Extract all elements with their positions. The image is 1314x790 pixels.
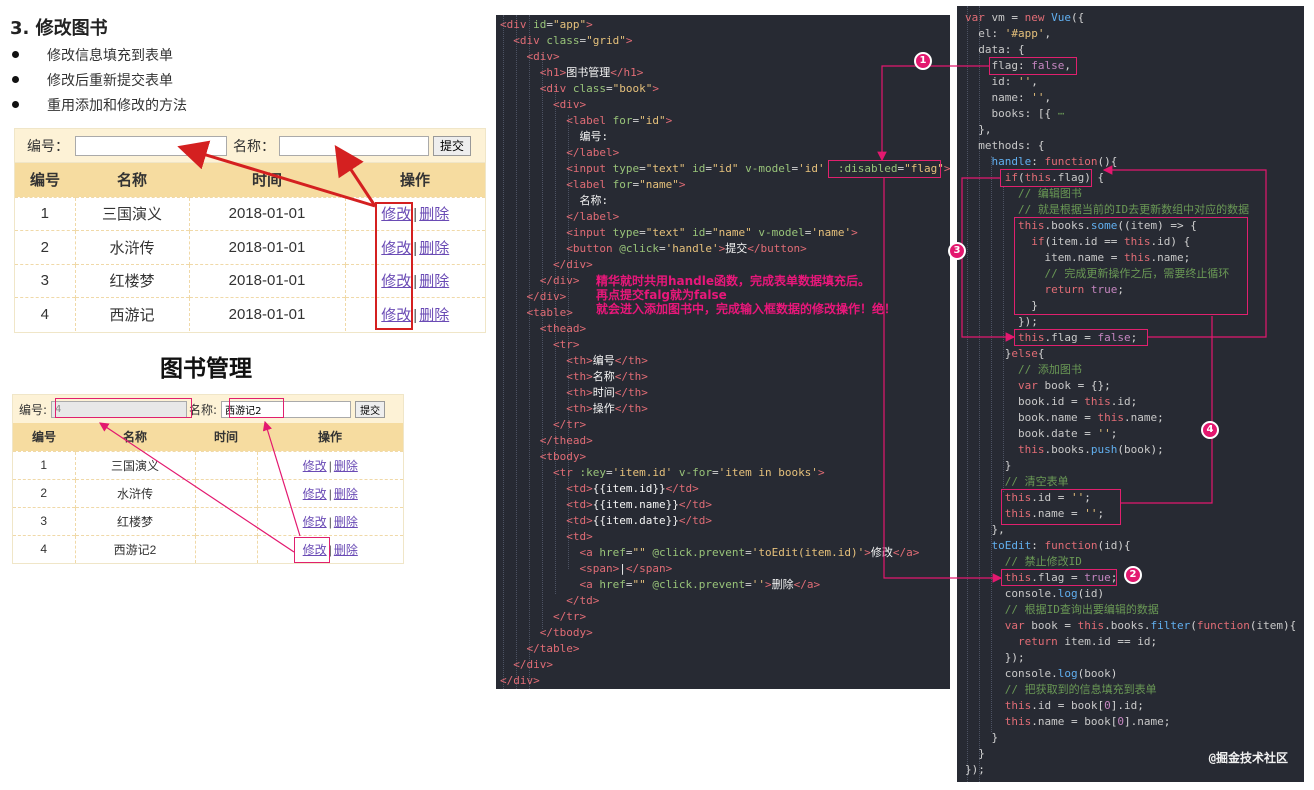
submit-button[interactable]: 提交 (355, 400, 386, 418)
table-row: 2 水浒传 2018-01-01 修改|删除 (15, 230, 485, 264)
col-header-id: 编号 (15, 163, 75, 197)
col-header-date: 时间 (195, 423, 257, 451)
row-actions: 修改|删除 (256, 506, 403, 535)
delete-link[interactable]: 删除 (419, 273, 450, 291)
bullet-dot-icon (12, 51, 19, 58)
bullet-item: 重用添加和修改的方法 (12, 92, 187, 117)
book-form: 编号： 名称： 提交 (15, 129, 485, 163)
delete-link[interactable]: 删除 (419, 307, 450, 324)
step-badge-2: 2 (1124, 566, 1142, 584)
step-badge-3: 3 (948, 242, 966, 260)
delete-link[interactable]: 删除 (333, 542, 358, 557)
table-row: 4 西游记2 修改|删除 (13, 534, 403, 563)
row-actions: 修改|删除 (256, 450, 403, 479)
edit-link[interactable]: 修改 (381, 273, 412, 291)
col-header-date: 时间 (189, 163, 345, 197)
delete-link[interactable]: 删除 (419, 239, 450, 257)
name-input-highlight (229, 398, 284, 418)
template-code-panel: <div id="app"> <div class="grid"> <div> … (496, 15, 950, 689)
table-row: 2 水浒传 修改|删除 (13, 478, 403, 507)
book-form: 编号: 名称: 提交 (13, 395, 403, 423)
id-input[interactable] (75, 135, 227, 156)
bullet-dot-icon (12, 101, 19, 108)
id-label: 编号： (27, 138, 69, 155)
row-actions: 修改|删除 (344, 263, 485, 298)
book-manager-title: 图书管理 (160, 356, 252, 382)
id-label: 编号: (19, 402, 48, 417)
book-demo-original: 编号： 名称： 提交 编号 名称 时间 操作 1 三国演义 2018-01-01… (14, 128, 486, 333)
bullet-item: 修改信息填充到表单 (12, 42, 187, 67)
name-input[interactable] (279, 135, 429, 156)
row-actions: 修改|删除 (344, 230, 485, 264)
clear-form-highlight (1001, 489, 1121, 525)
table-row: 3 红楼梦 2018-01-01 修改|删除 (15, 263, 485, 298)
flag-true-highlight (1001, 569, 1117, 586)
disabled-flag-highlight (828, 160, 941, 178)
section-title: 3. 修改图书 (10, 18, 108, 39)
edit-link[interactable]: 修改 (381, 206, 412, 224)
row-actions: 修改|删除 (256, 478, 403, 507)
id-input-highlight (55, 398, 192, 418)
book-table: 编号 名称 时间 操作 1 三国演义 修改|删除 2 水浒传 修改|删除 3 红… (13, 423, 403, 563)
col-header-actions: 操作 (345, 163, 485, 197)
step-badge-4: 4 (1201, 421, 1219, 439)
id-input (51, 400, 188, 418)
row-actions: 修改|删除 (344, 297, 485, 331)
table-row: 1 三国演义 2018-01-01 修改|删除 (15, 196, 485, 231)
bullet-item: 修改后重新提交表单 (12, 67, 187, 92)
script-code-panel: var vm = new Vue({ el: '#app', data: { f… (957, 6, 1304, 782)
table-row: 4 西游记 2018-01-01 修改|删除 (15, 297, 485, 331)
name-input[interactable] (221, 400, 352, 418)
delete-link[interactable]: 删除 (333, 458, 358, 473)
edit-link[interactable]: 修改 (302, 458, 327, 473)
delete-link[interactable]: 删除 (419, 206, 450, 224)
delete-link[interactable]: 删除 (333, 514, 358, 529)
col-header-id: 编号 (13, 423, 75, 451)
col-header-actions: 操作 (257, 423, 403, 451)
bullet-dot-icon (12, 76, 19, 83)
row-actions: 修改|删除 (256, 534, 403, 563)
name-label: 名称: (189, 402, 218, 417)
step-badge-1: 1 (914, 52, 932, 70)
book-table: 编号 名称 时间 操作 1 三国演义 2018-01-01 修改|删除 2 水浒… (15, 163, 485, 331)
bullet-list: 修改信息填充到表单 修改后重新提交表单 重用添加和修改的方法 (12, 42, 187, 117)
edit-link[interactable]: 修改 (302, 514, 327, 529)
books-some-highlight (1014, 217, 1248, 315)
flag-data-highlight (989, 57, 1077, 75)
edit-link-highlight (294, 537, 330, 563)
edit-column-highlight (375, 202, 413, 330)
delete-link[interactable]: 删除 (333, 486, 358, 501)
table-row: 3 红楼梦 修改|删除 (13, 506, 403, 535)
col-header-name: 名称 (75, 423, 195, 451)
table-row: 1 三国演义 修改|删除 (13, 450, 403, 479)
edit-link[interactable]: 修改 (302, 542, 327, 557)
watermark: @掘金技术社区 (1208, 751, 1288, 765)
edit-link[interactable]: 修改 (302, 486, 327, 501)
if-flag-highlight (1000, 169, 1092, 187)
row-actions: 修改|删除 (344, 196, 485, 231)
edit-link[interactable]: 修改 (381, 307, 412, 324)
submit-button[interactable]: 提交 (433, 135, 471, 156)
book-demo-editing: 编号: 名称: 提交 编号 名称 时间 操作 1 三国演义 修改|删除 2 水浒… (12, 394, 404, 564)
annotation-note: 精华就时共用handle函数，完成表单数据填充后。 再点提交falg就为fals… (596, 274, 897, 316)
edit-link[interactable]: 修改 (381, 239, 412, 257)
flag-false-highlight (1014, 329, 1148, 346)
col-header-name: 名称 (75, 163, 189, 197)
name-label: 名称： (233, 138, 275, 155)
